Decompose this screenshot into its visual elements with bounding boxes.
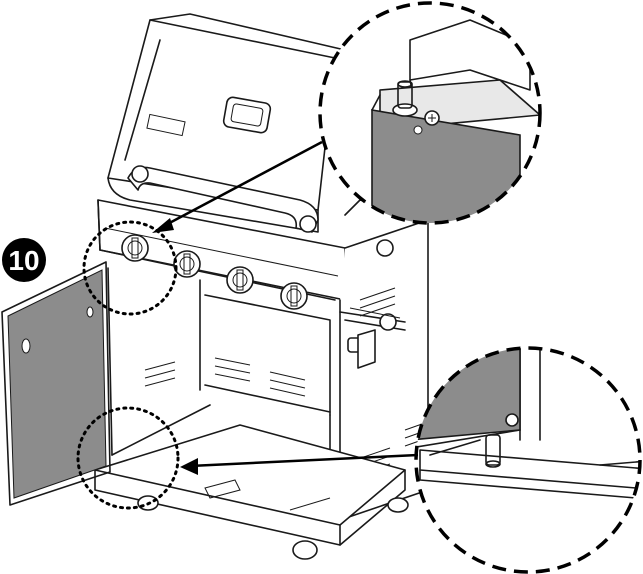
step-number-badge: 10 — [2, 238, 46, 282]
detail-magnifier-bottom — [414, 346, 642, 574]
detail-magnifier-top — [318, 1, 542, 225]
door-handle-hole — [21, 338, 31, 354]
callout-knob-area — [82, 220, 178, 316]
callout-door-bottom — [76, 406, 180, 510]
hinge-pin — [397, 81, 413, 109]
control-panel — [97, 199, 346, 310]
control-knob-1 — [121, 234, 149, 262]
lid-logo-badge — [146, 113, 186, 137]
arrow-to-knob — [152, 140, 323, 233]
caster-wheels — [137, 495, 409, 560]
step-number-text: 10 — [8, 245, 39, 276]
control-knob-2 — [173, 250, 201, 278]
grill-lid — [107, 13, 346, 233]
grill-right-side — [339, 199, 431, 521]
control-knob-3 — [226, 266, 254, 294]
arrow-to-door-bottom — [180, 453, 419, 475]
hinge-pin-bottom — [485, 434, 501, 466]
cabinet-frame — [94, 267, 406, 546]
temperature-gauge — [222, 96, 272, 134]
control-knob-4 — [280, 282, 308, 310]
